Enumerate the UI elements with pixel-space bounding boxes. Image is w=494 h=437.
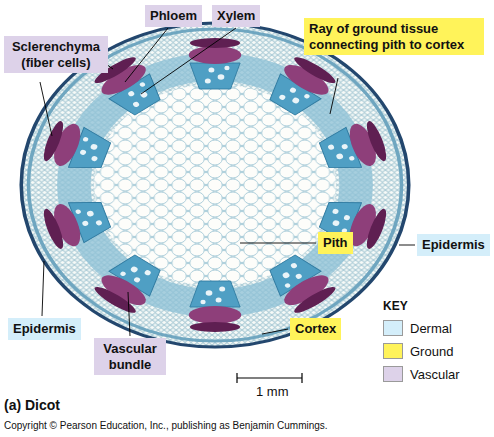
legend-swatch (383, 366, 403, 382)
label-text: Xylem (217, 8, 255, 24)
label-text: Epidermis (422, 237, 485, 253)
scale-bar (237, 373, 302, 383)
tissue-label: Cortex (290, 318, 341, 340)
tissue-label: Vascular bundle (94, 338, 166, 375)
figure-caption: (a) Dicot (4, 397, 60, 413)
tissue-label: Ray of ground tissue connecting pith to … (304, 18, 484, 55)
label-text: Pith (323, 235, 348, 251)
legend-row: Vascular (383, 366, 460, 382)
legend-row: Ground (383, 343, 453, 359)
legend-row: Dermal (383, 320, 452, 336)
leader-lines (40, 28, 415, 336)
label-text: Phloem (150, 8, 197, 24)
label-text: Ray of ground tissue connecting pith to … (309, 21, 479, 52)
legend-text: Dermal (410, 321, 452, 336)
tissue-label: Phloem (145, 5, 202, 27)
tissue-label: Epidermis (417, 234, 490, 256)
label-text: Vascular bundle (99, 341, 161, 372)
legend-swatch (383, 320, 403, 336)
tissue-label: Sclerenchyma (fiber cells) (4, 36, 108, 73)
scale-label: 1 mm (256, 384, 289, 399)
vascular-bundles (40, 38, 391, 332)
tissue-label: Xylem (212, 5, 260, 27)
label-text: Sclerenchyma (fiber cells) (9, 39, 103, 70)
label-text: Cortex (295, 321, 336, 337)
legend-swatch (383, 343, 403, 359)
key-heading: KEY (383, 299, 408, 313)
label-text: Epidermis (13, 321, 76, 337)
tissue-label: Epidermis (8, 318, 81, 340)
legend-text: Ground (410, 344, 453, 359)
tissue-label: Pith (318, 232, 353, 254)
legend-text: Vascular (410, 367, 460, 382)
copyright-note: Copyright © Pearson Education, Inc., pub… (4, 420, 328, 431)
